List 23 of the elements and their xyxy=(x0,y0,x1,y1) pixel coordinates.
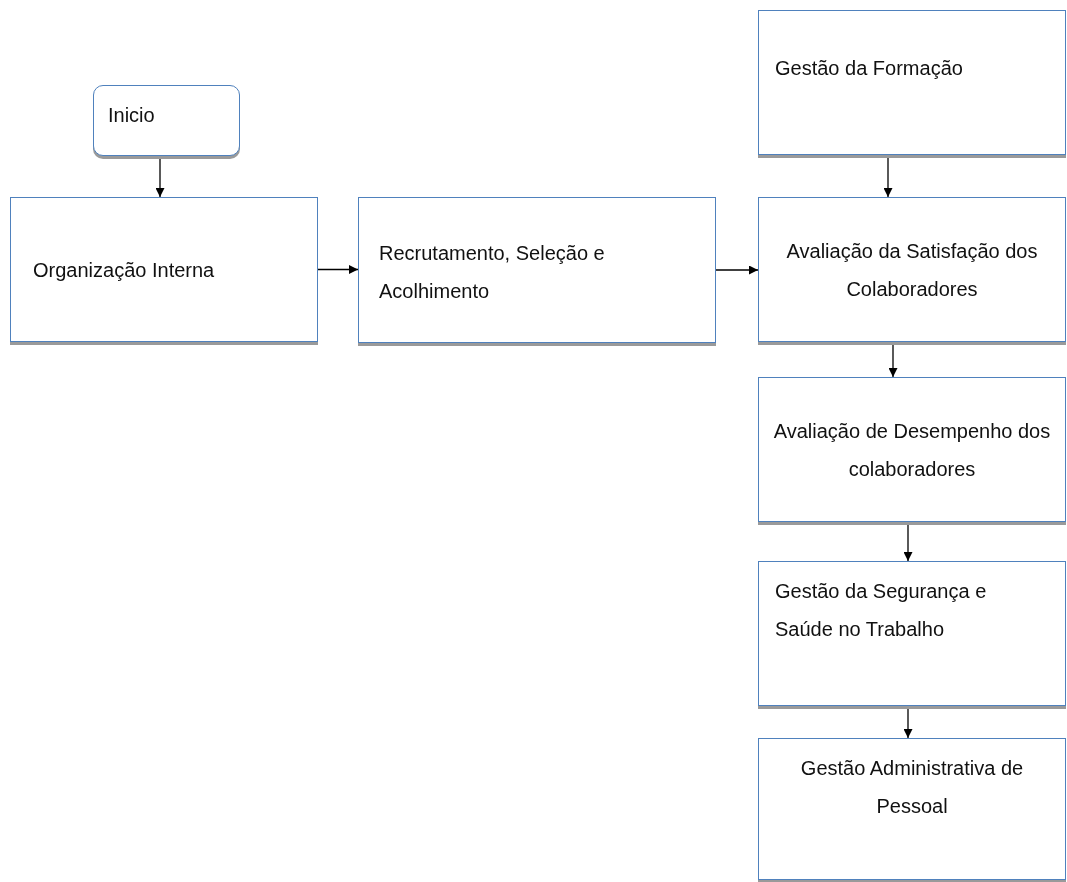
process-box xyxy=(358,197,716,343)
process-box xyxy=(758,377,1066,522)
arrow xyxy=(883,157,893,198)
box-label: Recrutamento, Seleção e Acolhimento xyxy=(379,241,606,304)
arrow xyxy=(155,158,165,198)
process-box xyxy=(758,197,1066,342)
box-label: Avaliação de Desempenho dos colaboradores xyxy=(772,418,1052,482)
box-label: Gestão Administrativa de Pessoal xyxy=(799,756,1025,819)
arrow xyxy=(888,344,898,378)
process-box xyxy=(758,561,1066,706)
box-label: Inicio xyxy=(108,103,156,128)
box-label: Gestão da Formação xyxy=(775,56,964,81)
arrow xyxy=(903,524,913,562)
start-box xyxy=(93,85,240,156)
arrow xyxy=(903,708,913,739)
process-box xyxy=(758,10,1066,155)
box-label: Organização Interna xyxy=(33,257,216,283)
box-label: Avaliação da Satisfação dos Colaboradores xyxy=(785,238,1039,302)
process-box xyxy=(10,197,318,342)
arrow xyxy=(317,265,359,274)
arrow xyxy=(715,265,759,275)
box-label: Gestão da Segurança e Saúde no Trabalho xyxy=(775,579,988,642)
process-box xyxy=(758,738,1066,880)
